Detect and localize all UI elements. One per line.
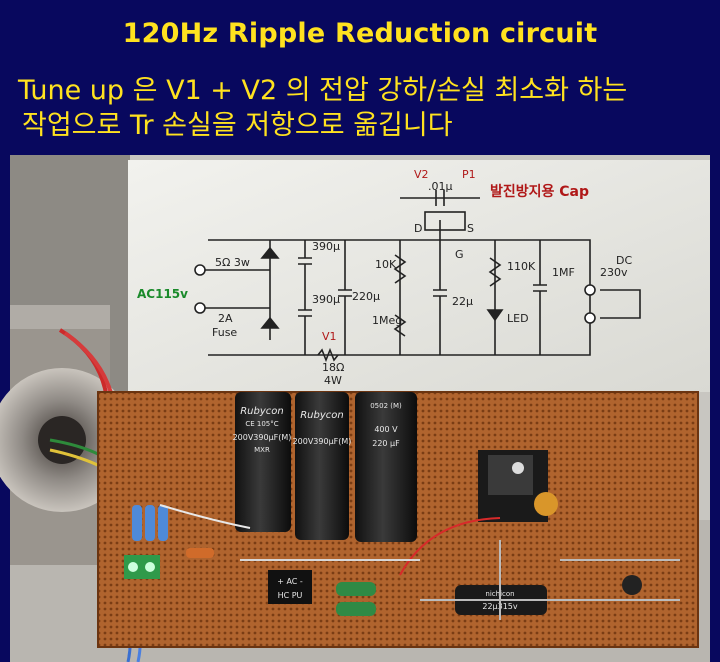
resistor-bank	[132, 505, 168, 541]
label-c1: 390μ	[312, 240, 340, 253]
power-resistor-2	[336, 602, 376, 616]
label-c1mf: 1MF	[552, 266, 575, 279]
label-fuse-rating: 2A	[218, 312, 233, 325]
label-c-top: .01μ	[428, 180, 453, 193]
svg-text:Rubycon: Rubycon	[240, 406, 284, 417]
label-r1meg: 1Meg	[372, 314, 402, 327]
svg-text:CE 105°C: CE 105°C	[245, 420, 278, 428]
led	[622, 575, 642, 595]
label-d: D	[414, 222, 422, 235]
svg-text:+ AC -: + AC -	[277, 577, 303, 586]
svg-text:Rubycon: Rubycon	[300, 410, 344, 421]
svg-text:0502 (M): 0502 (M)	[370, 402, 402, 410]
ceramic-capacitor	[534, 492, 558, 516]
label-dc: DC	[616, 254, 632, 267]
label-v2: V2	[414, 168, 429, 181]
capacitor-390uf-1: Rubycon CE 105°C 200V390μF(M) MXR	[233, 392, 292, 532]
svg-text:200V390μF(M): 200V390μF(M)	[293, 437, 352, 446]
svg-text:220 μF: 220 μF	[372, 439, 400, 448]
jumper-wires	[159, 504, 680, 620]
cap-note: 발진방지용 Cap	[490, 183, 589, 200]
label-dc-val: 230v	[600, 266, 628, 279]
svg-text:HC PU: HC PU	[278, 591, 303, 600]
label-r18: 18Ω	[322, 361, 344, 374]
capacitor-220uf: 0502 (M) 400 V 220 μF	[355, 392, 417, 542]
svg-text:400 V: 400 V	[374, 425, 398, 434]
label-g: G	[455, 248, 464, 261]
description-line-2: 작업으로 Tr 손실을 저항으로 옮깁니다	[22, 110, 453, 141]
schematic-drawing	[194, 190, 641, 363]
label-c3: 220μ	[352, 290, 380, 303]
label-r18w: 4W	[324, 374, 342, 387]
svg-text:MXR: MXR	[254, 446, 270, 454]
power-resistor-1	[336, 582, 376, 596]
bridge-rectifier: + AC - HC PU	[268, 570, 312, 604]
label-c22: 22μ	[452, 295, 473, 308]
description-line-1: Tune up 은 V1 + V2 의 전압 강하/손실 최소화 하는	[18, 75, 628, 106]
ac-label: AC115v	[137, 287, 188, 301]
slide-title: 120Hz Ripple Reduction circuit	[122, 18, 598, 49]
zener-diode	[186, 548, 214, 558]
label-v1: V1	[322, 330, 337, 343]
label-r-in: 5Ω 3w	[215, 256, 250, 269]
label-r110k: 110K	[507, 260, 536, 273]
label-s: S	[467, 222, 474, 235]
label-fuse: Fuse	[212, 326, 237, 339]
label-led: LED	[507, 312, 529, 325]
label-c2: 390μ	[312, 293, 340, 306]
label-r10k: 10K	[375, 258, 397, 271]
label-p1: P1	[462, 168, 476, 181]
capacitor-390uf-2: Rubycon 200V390μF(M)	[293, 392, 352, 540]
svg-text:200V390μF(M): 200V390μF(M)	[233, 433, 292, 442]
